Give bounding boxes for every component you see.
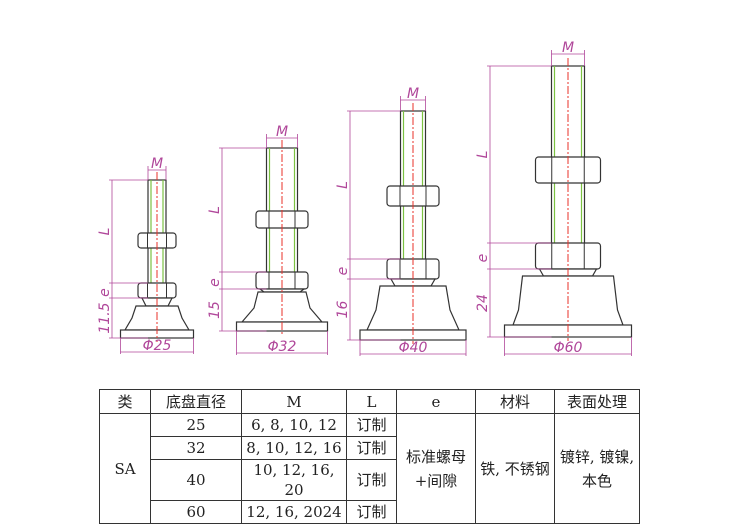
m-cell: 8, 10, 12, 16 <box>241 436 347 460</box>
header-l: L <box>346 389 397 414</box>
gap-label: e <box>207 278 223 287</box>
table-header-row: 类 底盘直径 M L e 材料 表面处理 <box>99 389 640 414</box>
base-height-label: 24 <box>475 294 491 312</box>
gap-label: e <box>475 254 491 263</box>
header-diameter: 底盘直径 <box>150 389 242 414</box>
l-cell: 订制 <box>346 436 397 460</box>
diameter-label: Φ25 <box>143 338 172 354</box>
l-cell: 订制 <box>346 500 397 524</box>
leveling-foot: M Φ60 Le 24 <box>475 40 633 356</box>
m-cell: 10, 12, 16, 20 <box>241 459 347 501</box>
leveling-foot: M Φ40 Le 16 <box>335 86 467 356</box>
leveling-feet-drawing: M Φ25 Le 11.5 M Φ32 Le 15 M Φ40 Le 16 M Φ60 Le 24 <box>97 40 633 356</box>
base-height-label: 15 <box>207 301 223 319</box>
m-cell: 6, 8, 10, 12 <box>241 413 347 437</box>
length-label: L <box>475 151 491 159</box>
table-row: SA 25 6, 8, 10, 12 订制 标准螺母+间隙 铁, 不锈钢 镀锌,… <box>99 413 640 524</box>
thread-label: M <box>276 124 288 140</box>
finish-cell: 镀锌, 镀镍, 本色 <box>554 413 640 524</box>
length-label: L <box>97 228 113 236</box>
header-e: e <box>396 389 476 414</box>
gap-label: e <box>97 288 113 297</box>
length-label: L <box>335 181 351 189</box>
thread-label: M <box>562 40 574 56</box>
base-height-label: 16 <box>335 301 351 319</box>
leveling-foot: M Φ32 Le 15 <box>207 124 329 355</box>
diameter-cell: 32 <box>150 436 242 460</box>
l-cell: 订制 <box>346 459 397 501</box>
m-cell: 12, 16, 2024 <box>241 500 347 524</box>
material-cell: 铁, 不锈钢 <box>475 413 555 524</box>
length-label: L <box>207 206 223 214</box>
type-cell: SA <box>99 413 151 524</box>
header-m: M <box>241 389 347 414</box>
diameter-label: Φ32 <box>268 339 297 355</box>
spec-table: 类 底盘直径 M L e 材料 表面处理 SA 25 6, 8, 10, 12 … <box>99 389 640 524</box>
header-type: 类 <box>99 389 151 414</box>
header-finish: 表面处理 <box>554 389 640 414</box>
gap-label: e <box>335 267 351 276</box>
diameter-cell: 60 <box>150 500 242 524</box>
diameter-label: Φ60 <box>554 340 583 356</box>
l-cell: 订制 <box>346 413 397 437</box>
table-row: 40 10, 12, 16, 20 订制 <box>100 459 640 501</box>
thread-label: M <box>407 86 419 102</box>
header-material: 材料 <box>475 389 555 414</box>
e-cell: 标准螺母+间隙 <box>396 413 476 524</box>
diameter-cell: 40 <box>150 459 242 501</box>
table-row: 60 12, 16, 2024 订制 <box>100 500 640 524</box>
base-height-label: 11.5 <box>97 302 113 333</box>
thread-label: M <box>151 156 163 172</box>
leveling-foot: M Φ25 Le 11.5 <box>97 156 195 354</box>
diameter-label: Φ40 <box>399 340 428 356</box>
diameter-cell: 25 <box>150 413 242 437</box>
